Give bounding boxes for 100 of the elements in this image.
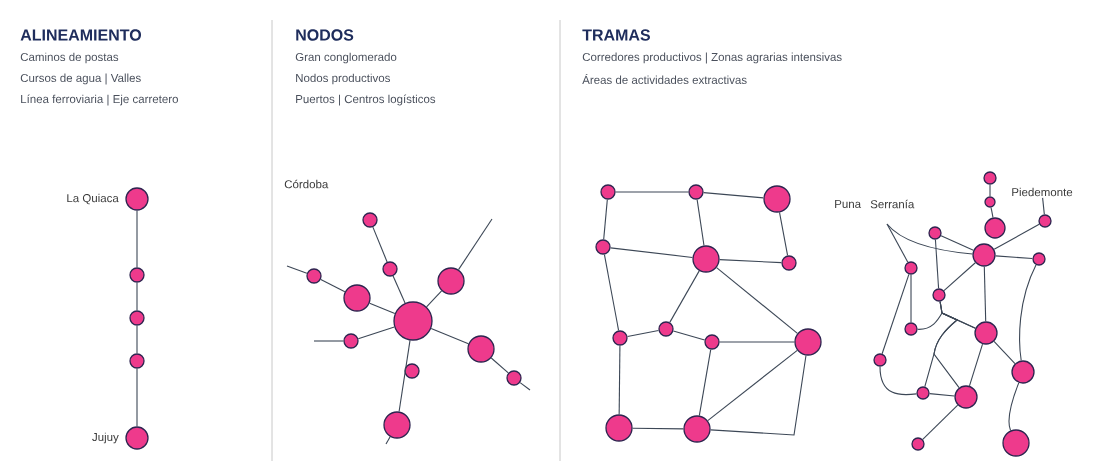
- connector-line: [615, 191, 689, 193]
- connector-line: [929, 393, 955, 397]
- network-node: [129, 310, 145, 326]
- connector-line: [136, 210, 138, 268]
- network-node: [983, 171, 997, 185]
- connector-line: [457, 218, 493, 271]
- network-node: [595, 239, 611, 255]
- connector-line: [385, 436, 391, 445]
- description-text: Nodos productivos: [296, 73, 390, 85]
- connector-line: [707, 349, 798, 422]
- description-text: Caminos de postas: [20, 52, 119, 64]
- connector-line: [716, 267, 798, 334]
- network-node: [904, 261, 918, 275]
- connector-line: [940, 235, 974, 251]
- connector-line: [618, 345, 621, 415]
- connector-line: [519, 382, 531, 391]
- connector-line: [632, 427, 684, 430]
- network-node: [382, 261, 398, 277]
- connector-line: [1008, 382, 1020, 432]
- connector-line: [922, 404, 959, 440]
- network-node: [404, 363, 420, 379]
- network-node: [984, 196, 996, 208]
- connector-line: [879, 366, 917, 396]
- place-label: Córdoba: [284, 179, 329, 189]
- section-heading: TRAMAS: [582, 29, 650, 41]
- network-node: [1032, 252, 1046, 266]
- connector-line: [698, 349, 712, 417]
- connector-line: [968, 343, 984, 387]
- connector-line: [136, 368, 138, 427]
- description-text: Corredores productivos | Zonas agrarias intensivas: [582, 52, 842, 64]
- connector-line: [886, 223, 973, 255]
- network-node: [683, 415, 711, 443]
- network-node: [704, 334, 720, 350]
- connector-line: [610, 247, 693, 258]
- connector-line: [989, 184, 991, 197]
- connector-line: [669, 270, 700, 323]
- network-node: [794, 328, 822, 356]
- connector-line: [426, 290, 443, 308]
- place-label: Jujuy: [92, 432, 119, 444]
- connector-line: [995, 255, 1033, 260]
- network-node: [506, 370, 522, 386]
- connector-line: [710, 354, 807, 436]
- network-node: [928, 226, 942, 240]
- network-node: [688, 184, 704, 200]
- network-node: [763, 185, 791, 213]
- connector-line: [993, 223, 1040, 250]
- network-node: [362, 212, 378, 228]
- network-node: [984, 217, 1006, 239]
- connector-line: [943, 262, 976, 292]
- network-node: [692, 245, 720, 273]
- network-node: [383, 411, 411, 439]
- connector-line: [313, 340, 344, 342]
- connector-line: [286, 265, 308, 274]
- network-node: [904, 322, 918, 336]
- network-node: [343, 284, 371, 312]
- network-node: [393, 301, 433, 341]
- network-node: [873, 353, 887, 367]
- network-node: [125, 426, 149, 450]
- connector-line: [719, 259, 782, 264]
- section-heading: NODOS: [296, 29, 354, 41]
- connector-line: [392, 275, 406, 304]
- connector-line: [136, 325, 138, 354]
- connector-line: [1019, 264, 1037, 362]
- place-label: La Quiaca: [67, 193, 119, 205]
- place-label: Piedemonte: [1012, 187, 1073, 197]
- connector-line: [320, 278, 346, 293]
- connector-line: [398, 339, 411, 413]
- network-node: [911, 437, 925, 451]
- connector-line: [993, 340, 1016, 365]
- connector-line: [933, 301, 960, 389]
- network-node: [1002, 429, 1030, 457]
- connector-line: [990, 207, 994, 219]
- connector-line: [934, 239, 940, 289]
- network-node: [972, 243, 996, 267]
- description-text: Cursos de agua | Valles: [20, 73, 141, 85]
- connector-line: [983, 266, 987, 322]
- connector-line: [910, 274, 912, 323]
- connector-line: [672, 330, 706, 341]
- network-node: [781, 255, 797, 271]
- network-node: [1038, 214, 1052, 228]
- connector-line: [1042, 197, 1045, 215]
- connector-line: [603, 199, 608, 240]
- network-node: [932, 288, 946, 302]
- connector-line: [490, 357, 509, 374]
- connector-line: [917, 312, 976, 330]
- connector-line: [136, 282, 138, 311]
- network-node: [605, 414, 633, 442]
- connector-line: [719, 341, 795, 343]
- description-text: Gran conglomerado: [295, 52, 397, 64]
- connector-line: [778, 211, 789, 257]
- network-node: [125, 187, 149, 211]
- section-heading: ALINEAMIENTO: [20, 29, 141, 41]
- connector-line: [626, 329, 660, 338]
- connector-line: [372, 226, 388, 263]
- place-label: Puna: [835, 200, 862, 208]
- network-node: [306, 268, 322, 284]
- connector-line: [703, 192, 764, 199]
- network-node: [343, 333, 359, 349]
- connector-line: [603, 253, 620, 332]
- network-node: [658, 321, 674, 337]
